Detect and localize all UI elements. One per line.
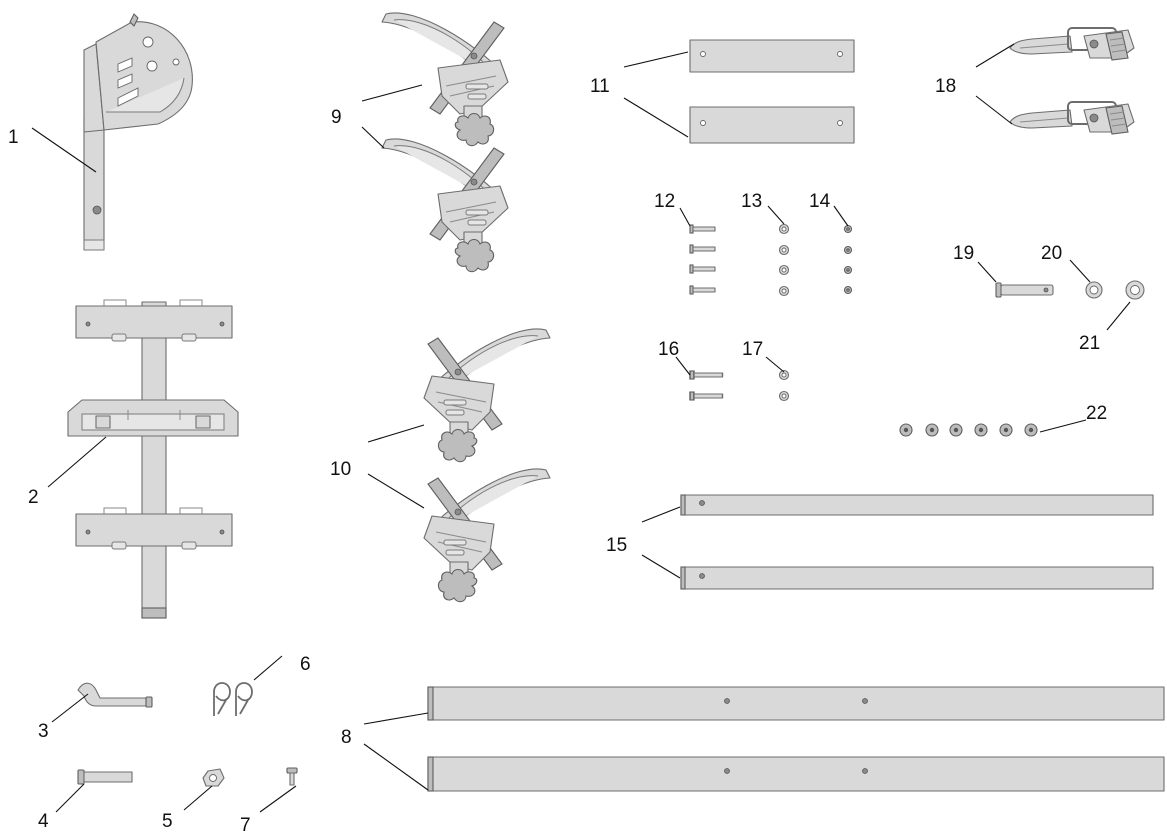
part-10-knob-assembly-upper bbox=[423, 328, 551, 463]
part-15-rails bbox=[680, 494, 1154, 590]
part-17-nuts bbox=[778, 369, 790, 402]
part-20-washer bbox=[1085, 281, 1103, 299]
part-5-nut bbox=[202, 768, 225, 787]
callout-3: 3 bbox=[38, 721, 49, 742]
callout-21: 21 bbox=[1079, 333, 1100, 354]
callout-7: 7 bbox=[240, 815, 251, 836]
callout-22: 22 bbox=[1086, 403, 1107, 424]
part-10-knob-assembly-lower bbox=[423, 468, 551, 603]
callout-12: 12 bbox=[654, 191, 675, 212]
part-3-bent-pin bbox=[77, 682, 153, 708]
part-8-long-rails bbox=[427, 686, 1165, 792]
part-12-bolts bbox=[689, 224, 716, 295]
callout-17: 17 bbox=[742, 339, 763, 360]
callout-10: 10 bbox=[330, 459, 351, 480]
callout-19: 19 bbox=[953, 243, 974, 264]
callout-13: 13 bbox=[741, 191, 762, 212]
part-19-pin bbox=[995, 282, 1054, 298]
part-4-straight-pin bbox=[77, 769, 133, 785]
part-11-flat-plates bbox=[689, 39, 855, 144]
part-14-nuts bbox=[843, 224, 853, 295]
callout-15: 15 bbox=[606, 535, 627, 556]
callout-11: 11 bbox=[590, 76, 610, 97]
callout-18: 18 bbox=[935, 76, 956, 97]
callout-5: 5 bbox=[162, 811, 173, 832]
callout-6: 6 bbox=[300, 654, 311, 675]
callout-2: 2 bbox=[28, 487, 39, 508]
part-18-latch-upper bbox=[1009, 27, 1135, 61]
part-9-knob-assembly-upper bbox=[381, 12, 509, 147]
part-2-mount-frame bbox=[67, 299, 239, 619]
part-9-knob-assembly-lower bbox=[381, 138, 509, 273]
callout-20: 20 bbox=[1041, 243, 1062, 264]
callout-4: 4 bbox=[38, 811, 49, 832]
part-1-bracket bbox=[83, 13, 193, 251]
callout-labels: 1 2 3 4 5 6 7 8 9 10 11 12 13 14 15 16 1… bbox=[8, 76, 1107, 836]
part-6-r-clips bbox=[213, 682, 253, 716]
part-22-washer-set bbox=[899, 423, 1038, 437]
part-16-bolts bbox=[689, 370, 724, 401]
leader-lines bbox=[31, 43, 1131, 813]
part-7-screw bbox=[286, 767, 298, 786]
callout-16: 16 bbox=[658, 339, 679, 360]
callout-8: 8 bbox=[341, 727, 352, 748]
callout-14: 14 bbox=[809, 191, 831, 212]
part-21-washer bbox=[1125, 280, 1145, 300]
part-13-washers bbox=[778, 223, 790, 297]
callout-9: 9 bbox=[331, 107, 342, 128]
part-18-latch-lower bbox=[1009, 101, 1135, 135]
callout-1: 1 bbox=[8, 127, 19, 148]
